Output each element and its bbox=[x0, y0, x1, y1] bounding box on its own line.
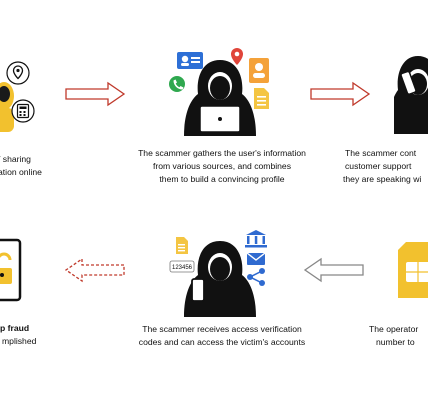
step-1-line-2: ation online bbox=[0, 167, 42, 177]
step-2-line-2: from various sources, and combines bbox=[152, 161, 292, 171]
step-3-line-1: The scammer cont bbox=[345, 148, 417, 158]
location-pin-icon bbox=[231, 48, 243, 65]
step-1-caption: / sharing ation online bbox=[0, 153, 42, 179]
step-3-line-2: customer support bbox=[345, 161, 412, 171]
phone-icon bbox=[169, 76, 185, 92]
step-6-caption: p fraud mplished bbox=[0, 322, 36, 348]
step-5-line-2: codes and can access the victim's accoun… bbox=[138, 337, 306, 347]
step-3-line-3: they are speaking wi bbox=[343, 174, 422, 184]
hooded-hacker-icon bbox=[394, 56, 428, 134]
step-2-line-1: The scammer gathers the user's informati… bbox=[138, 148, 306, 158]
step-5-caption: The scammer receives access verification… bbox=[102, 323, 342, 349]
arrow-left-dashed bbox=[64, 257, 125, 283]
scammer-calling-illustration bbox=[394, 56, 428, 134]
smartphone-icon bbox=[191, 278, 205, 302]
step-4-line-2: number to bbox=[376, 337, 415, 347]
scammer-receiving-codes-illustration: 123456 bbox=[169, 230, 267, 317]
step-6-line-2: mplished bbox=[2, 336, 37, 346]
step-5-line-1: The scammer receives access verification bbox=[142, 324, 302, 334]
calculator-icon bbox=[11, 99, 35, 123]
step-3-caption: The scammer cont customer support they a… bbox=[343, 147, 421, 186]
document-icon bbox=[176, 237, 188, 254]
person-icon bbox=[0, 82, 14, 132]
phone-handset-icon bbox=[400, 70, 417, 95]
bank-icon bbox=[245, 230, 267, 248]
scammer-gathering-info-illustration bbox=[169, 48, 269, 136]
sim-card-illustration bbox=[398, 242, 428, 298]
otp-code-bubble: 123456 bbox=[169, 260, 195, 273]
location-pin-icon bbox=[6, 61, 30, 85]
laptop-icon bbox=[194, 105, 246, 136]
unlocked-padlock-icon bbox=[0, 252, 12, 284]
document-icon bbox=[254, 88, 269, 109]
step-2-line-3: them to build a convincing profile bbox=[159, 174, 285, 184]
step-1-line-1: / sharing bbox=[0, 154, 31, 164]
mail-icon bbox=[246, 252, 266, 265]
step-4-line-1: The operator bbox=[369, 324, 419, 334]
user-sharing-illustration bbox=[0, 61, 35, 132]
account-takeover-illustration bbox=[0, 238, 22, 302]
otp-code-text: 123456 bbox=[172, 265, 193, 271]
contact-card-icon bbox=[249, 58, 269, 83]
step-6-line-1: p fraud bbox=[0, 323, 30, 333]
share-network-icon bbox=[247, 268, 265, 286]
profile-card-icon bbox=[177, 52, 203, 69]
arrow-right-1 bbox=[65, 81, 126, 107]
step-2-caption: The scammer gathers the user's informati… bbox=[102, 147, 342, 186]
arrow-left bbox=[303, 257, 364, 283]
sim-card-icon bbox=[398, 242, 428, 298]
arrow-right-2 bbox=[310, 81, 371, 107]
step-4-caption: The operator number to bbox=[369, 323, 418, 349]
